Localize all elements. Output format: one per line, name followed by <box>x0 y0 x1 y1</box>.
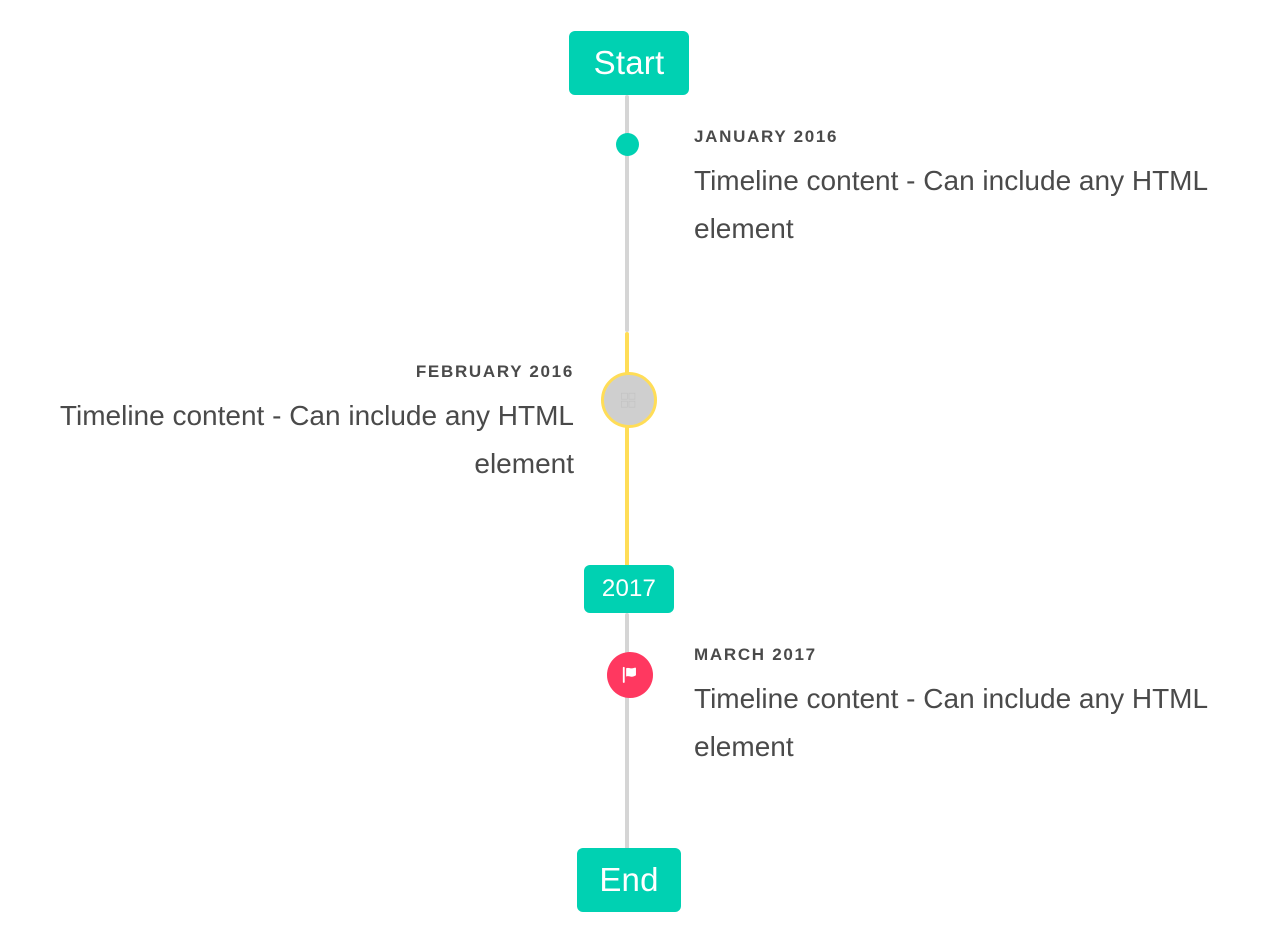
timeline-rail-segment-gray-top <box>625 95 629 332</box>
timeline-item-february-2016: FEBRUARY 2016 Timeline content - Can inc… <box>34 362 574 488</box>
broken-image-glyph: □□ □□ <box>621 389 637 410</box>
image-placeholder-icon[interactable]: □□ □□ <box>601 372 657 428</box>
timeline-end-badge[interactable]: End <box>577 848 681 912</box>
timeline-item-heading: JANUARY 2016 <box>694 127 839 146</box>
timeline-item-march-2017: MARCH 2017 Timeline content - Can includ… <box>694 645 1234 771</box>
timeline-item-content: Timeline content - Can include any HTML … <box>694 164 1208 244</box>
timeline-item-content: Timeline content - Can include any HTML … <box>694 682 1208 762</box>
timeline-item-content: Timeline content - Can include any HTML … <box>59 399 574 479</box>
timeline-start-badge[interactable]: Start <box>569 31 689 95</box>
timeline-year-badge-2017[interactable]: 2017 <box>584 565 674 613</box>
timeline-item-heading: FEBRUARY 2016 <box>415 362 574 381</box>
timeline-item-january-2016: JANUARY 2016 Timeline content - Can incl… <box>694 127 1234 253</box>
dot-icon[interactable] <box>616 133 639 156</box>
timeline-item-heading: MARCH 2017 <box>694 645 817 664</box>
flag-icon[interactable] <box>607 652 653 698</box>
timeline-rail-segment-gray-bottom <box>625 613 629 851</box>
timeline-rail-segment-yellow <box>625 332 629 575</box>
